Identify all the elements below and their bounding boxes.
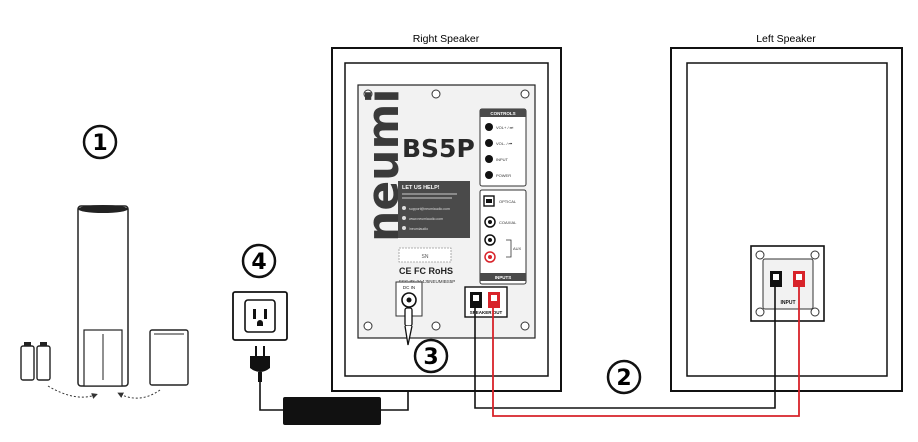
svg-text:3: 3	[423, 345, 438, 370]
svg-text:INPUT: INPUT	[496, 157, 509, 162]
svg-text:COAXIAL: COAXIAL	[499, 220, 517, 225]
insert-arrow-right	[117, 389, 161, 399]
svg-text:AUX: AUX	[513, 246, 522, 251]
svg-text:/neumiaudio: /neumiaudio	[409, 227, 428, 231]
vol-down-button	[485, 139, 493, 147]
controls-panel: CONTROLS VOL+ / ⏭ VOL- / ⏮ INPUT POWER	[479, 108, 527, 187]
svg-text:VOL- / ⏮: VOL- / ⏮	[496, 141, 513, 146]
power-adapter-brick	[283, 397, 381, 425]
red-speaker-wire	[492, 284, 800, 417]
help-title: LET US HELP!	[402, 185, 440, 191]
rear-panel: neumi BS5P LET US HELP! support@neumiaud…	[357, 84, 536, 339]
black-speaker-wire	[474, 284, 776, 409]
certification-marks: CE FC RoHS	[399, 266, 453, 276]
step-1-badge: 1	[82, 124, 118, 160]
model-name: BS5P	[402, 134, 475, 163]
dc-plug	[404, 307, 413, 346]
svg-text:4: 4	[251, 250, 266, 275]
step-2-badge: 2	[606, 359, 642, 395]
battery-pair-icon	[20, 342, 51, 381]
svg-text:1: 1	[92, 131, 107, 156]
power-plug-icon	[250, 346, 270, 382]
vol-up-button	[485, 123, 493, 131]
battery-cover-icon	[149, 329, 189, 386]
left-input-terminal-plate: INPUT	[750, 245, 825, 322]
remote-control-illustration	[77, 205, 129, 387]
svg-text:2: 2	[616, 366, 631, 391]
power-button	[485, 171, 493, 179]
speaker-out-terminals: SPEAKER OUT	[464, 286, 508, 318]
serial-number-box: SN	[398, 247, 452, 263]
step-3-badge: 3	[413, 338, 449, 374]
svg-text:support@neumiaudio.com: support@neumiaudio.com	[409, 207, 450, 211]
insert-arrow-left	[47, 385, 98, 399]
svg-text:SN: SN	[422, 254, 429, 260]
svg-text:POWER: POWER	[496, 173, 511, 178]
screw-icon	[363, 89, 530, 331]
svg-text:www.neumiaudio.com: www.neumiaudio.com	[409, 217, 443, 221]
wall-outlet-icon	[232, 291, 288, 341]
help-box: LET US HELP! support@neumiaudio.com www.…	[398, 181, 470, 238]
left-speaker-cabinet	[670, 47, 903, 392]
svg-text:INPUTS: INPUTS	[495, 275, 512, 280]
step-4-badge: 4	[241, 243, 277, 279]
svg-text:SPEAKER OUT: SPEAKER OUT	[470, 310, 503, 315]
power-cable	[259, 382, 285, 411]
right-speaker-title: Right Speaker	[413, 33, 480, 45]
left-input-label: INPUT	[781, 300, 796, 306]
svg-text:VOL+ / ⏭: VOL+ / ⏭	[496, 125, 514, 130]
input-button	[485, 155, 493, 163]
left-speaker-title: Left Speaker	[756, 33, 816, 45]
fcc-id: FCC ID: 2A4J5NEUMIBS5P	[399, 279, 455, 284]
dc-in-jack: DC IN	[395, 281, 423, 317]
inputs-panel: OPTICAL COAXIAL AUX INPUTS	[479, 189, 527, 285]
svg-text:DC IN: DC IN	[403, 285, 415, 290]
svg-text:OPTICAL: OPTICAL	[499, 199, 517, 204]
svg-text:CONTROLS: CONTROLS	[490, 111, 515, 116]
